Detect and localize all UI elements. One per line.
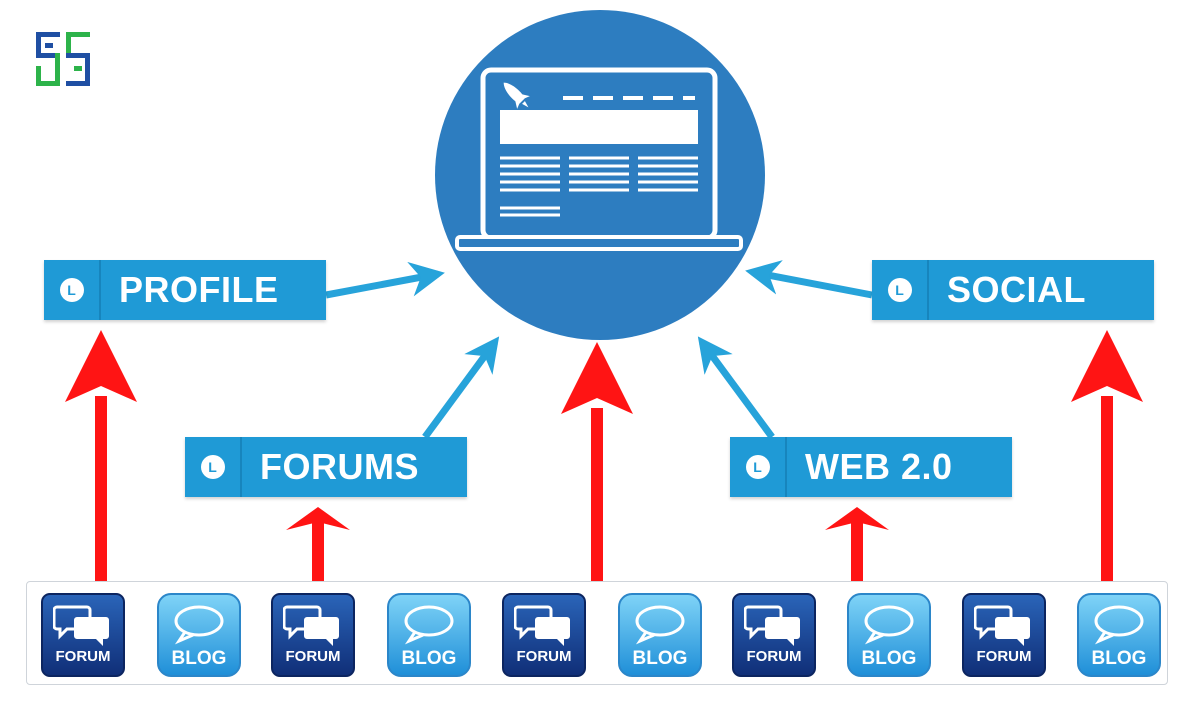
forum-tile: FORUM — [271, 593, 355, 677]
blog-tile-label: BLOG — [401, 648, 457, 669]
brand-logo-icon — [36, 32, 90, 86]
blog-tile: BLOG — [618, 593, 702, 677]
red-arrow-to-hub — [561, 342, 633, 581]
forum-tile-label: FORUM — [746, 648, 802, 665]
blog-speech-bubble-icon — [630, 603, 690, 647]
red-arrow-to-web20 — [825, 507, 889, 581]
link-bullet-icon: L — [59, 278, 84, 302]
blog-speech-bubble-icon — [169, 603, 229, 647]
category-label-profile: PROFILE — [119, 269, 279, 310]
source-sites-bar: FORUM BLOG FORUM BLOG FORUM BLOG FORUM BLOG FORU… — [26, 581, 1168, 685]
forum-tile-label: FORUM — [55, 648, 111, 665]
blog-tile-label: BLOG — [632, 648, 688, 669]
forum-tile: FORUM — [41, 593, 125, 677]
category-label-social: SOCIAL — [947, 269, 1087, 310]
category-profile: L PROFILE — [44, 260, 326, 320]
website-laptop-icon — [455, 67, 743, 251]
arrow-social-to-hub — [745, 260, 873, 299]
red-arrow-to-social — [1071, 330, 1143, 581]
arrow-profile-to-hub — [325, 261, 445, 299]
forum-tile: FORUM — [502, 593, 586, 677]
blog-tile-label: BLOG — [861, 648, 917, 669]
arrow-forums-to-hub — [422, 336, 500, 440]
arrow-web20-to-hub — [697, 336, 775, 440]
red-arrow-to-profile — [65, 330, 137, 581]
forum-tile: FORUM — [732, 593, 816, 677]
link-bullet-icon: L — [200, 455, 225, 479]
blog-tile: BLOG — [157, 593, 241, 677]
website-hub — [435, 10, 765, 340]
blog-tile-label: BLOG — [171, 648, 227, 669]
category-label-forums: FORUMS — [260, 446, 419, 487]
blog-speech-bubble-icon — [399, 603, 459, 647]
red-arrow-to-forums — [286, 507, 350, 581]
forum-chat-icon — [743, 603, 804, 647]
blog-speech-bubble-icon — [1089, 603, 1149, 647]
link-bullet-icon: L — [745, 455, 770, 479]
category-web20: L WEB 2.0 — [730, 437, 1012, 497]
blog-tile: BLOG — [1077, 593, 1161, 677]
forum-chat-icon — [52, 603, 113, 647]
forum-tile-label: FORUM — [285, 648, 341, 665]
blog-tile: BLOG — [387, 593, 471, 677]
forum-tile-label: FORUM — [516, 648, 572, 665]
forum-chat-icon — [513, 603, 574, 647]
rocket-icon — [503, 82, 530, 109]
blog-tile-label: BLOG — [1091, 648, 1147, 669]
category-forums: L FORUMS — [185, 437, 467, 497]
blog-speech-bubble-icon — [859, 603, 919, 647]
forum-chat-icon — [282, 603, 343, 647]
link-bullet-icon: L — [887, 278, 912, 302]
category-label-web20: WEB 2.0 — [805, 446, 953, 487]
forum-tile: FORUM — [962, 593, 1046, 677]
category-social: L SOCIAL — [872, 260, 1154, 320]
blog-tile: BLOG — [847, 593, 931, 677]
forum-tile-label: FORUM — [976, 648, 1032, 665]
forum-chat-icon — [973, 603, 1034, 647]
